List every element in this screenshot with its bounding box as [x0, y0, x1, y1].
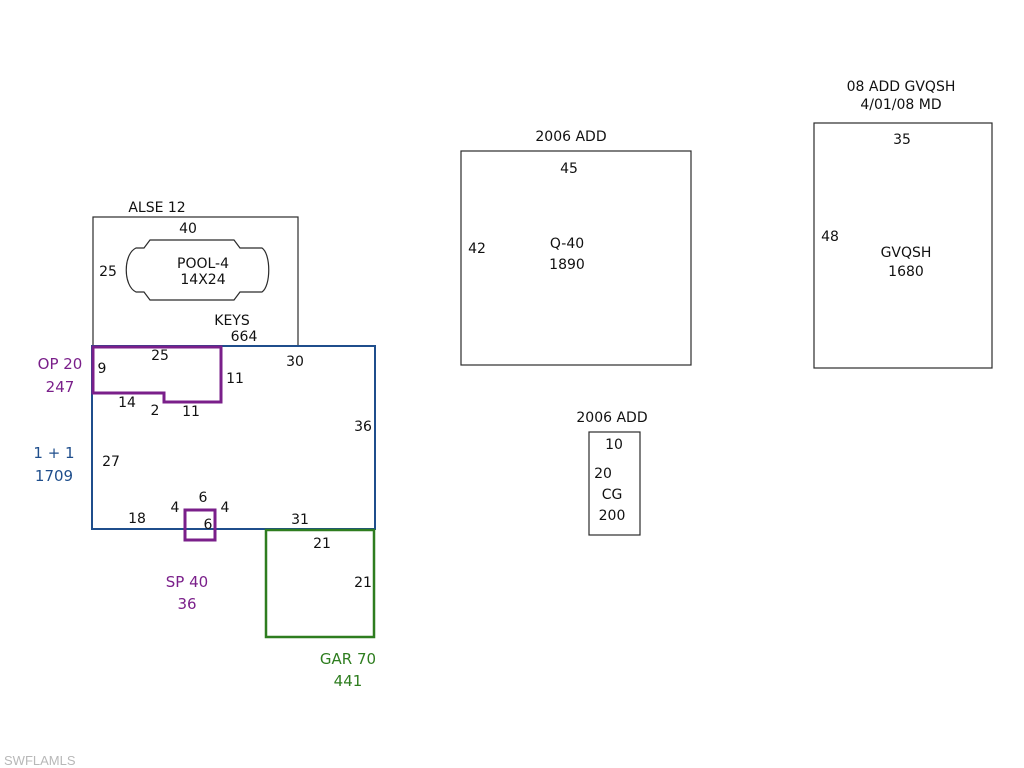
addition-q40-left-dim: 42 [468, 241, 486, 257]
main-house-left-dim: 27 [102, 454, 120, 470]
open-porch-bottom-left-dim: 14 [118, 395, 136, 411]
addition-q40-outline [460, 150, 692, 366]
garage-right-dim: 21 [354, 575, 372, 591]
pool-shape [125, 239, 270, 301]
main-house-bottom-right-dim: 31 [291, 512, 309, 528]
keys-area: 664 [231, 329, 258, 345]
open-porch-area: 247 [46, 378, 75, 396]
addition-gvqsh-area: 1680 [888, 264, 924, 280]
pool-area-left-dim: 25 [99, 264, 117, 280]
addition-gvqsh-label: GVQSH [881, 245, 932, 261]
open-porch-label: OP 20 [38, 355, 83, 373]
addition-cg-heading: 2006 ADD [576, 410, 647, 426]
open-porch-left-dim: 9 [98, 361, 107, 377]
addition-q40-heading: 2006 ADD [535, 129, 606, 145]
pool-name: POOL-4 [177, 256, 229, 272]
open-porch-outline [91, 345, 223, 404]
pool-area-top-dim: 40 [179, 221, 197, 237]
garage-outline [264, 528, 376, 639]
addition-cg-area: 200 [599, 508, 626, 524]
main-house-right-dim: 36 [354, 419, 372, 435]
addition-q40-area: 1890 [549, 257, 585, 273]
pool-area-label: ALSE 12 [128, 200, 185, 216]
garage-top-dim: 21 [313, 536, 331, 552]
watermark: SWFLAMLS [4, 753, 76, 768]
main-house-outline [91, 345, 376, 530]
screen-porch-left-dim: 4 [171, 500, 180, 516]
addition-gvqsh-top-dim: 35 [893, 132, 911, 148]
addition-cg-left-dim: 20 [594, 466, 612, 482]
main-house-area: 1709 [35, 467, 73, 485]
screen-porch-label: SP 40 [166, 573, 208, 591]
addition-q40-top-dim: 45 [560, 161, 578, 177]
open-porch-step-dim: 2 [151, 403, 160, 419]
screen-porch-outline [183, 508, 217, 542]
addition-gvqsh-heading-line2: 4/01/08 MD [860, 97, 941, 113]
addition-q40-label: Q-40 [550, 236, 584, 252]
open-porch-top-dim: 25 [151, 348, 169, 364]
garage-label: GAR 70 [320, 650, 376, 668]
open-porch-right-dim: 11 [226, 371, 244, 387]
open-porch-bottom-right-dim: 11 [182, 404, 200, 420]
keys-label: KEYS [214, 313, 250, 329]
addition-gvqsh-heading-line1: 08 ADD GVQSH [847, 79, 956, 95]
main-house-top-dim: 30 [286, 354, 304, 370]
pool-size: 14X24 [180, 272, 225, 288]
screen-porch-area: 36 [177, 595, 196, 613]
addition-cg-top-dim: 10 [605, 437, 623, 453]
addition-cg-label: CG [602, 487, 623, 503]
addition-gvqsh-outline [813, 122, 993, 369]
addition-cg-outline [588, 431, 641, 536]
screen-porch-right-dim: 4 [221, 500, 230, 516]
screen-porch-inner-dim: 6 [204, 517, 213, 533]
addition-gvqsh-left-dim: 48 [821, 229, 839, 245]
screen-porch-top-dim: 6 [199, 490, 208, 506]
garage-area: 441 [334, 672, 363, 690]
main-house-bottom-left-dim: 18 [128, 511, 146, 527]
main-house-label: 1 + 1 [33, 444, 74, 462]
